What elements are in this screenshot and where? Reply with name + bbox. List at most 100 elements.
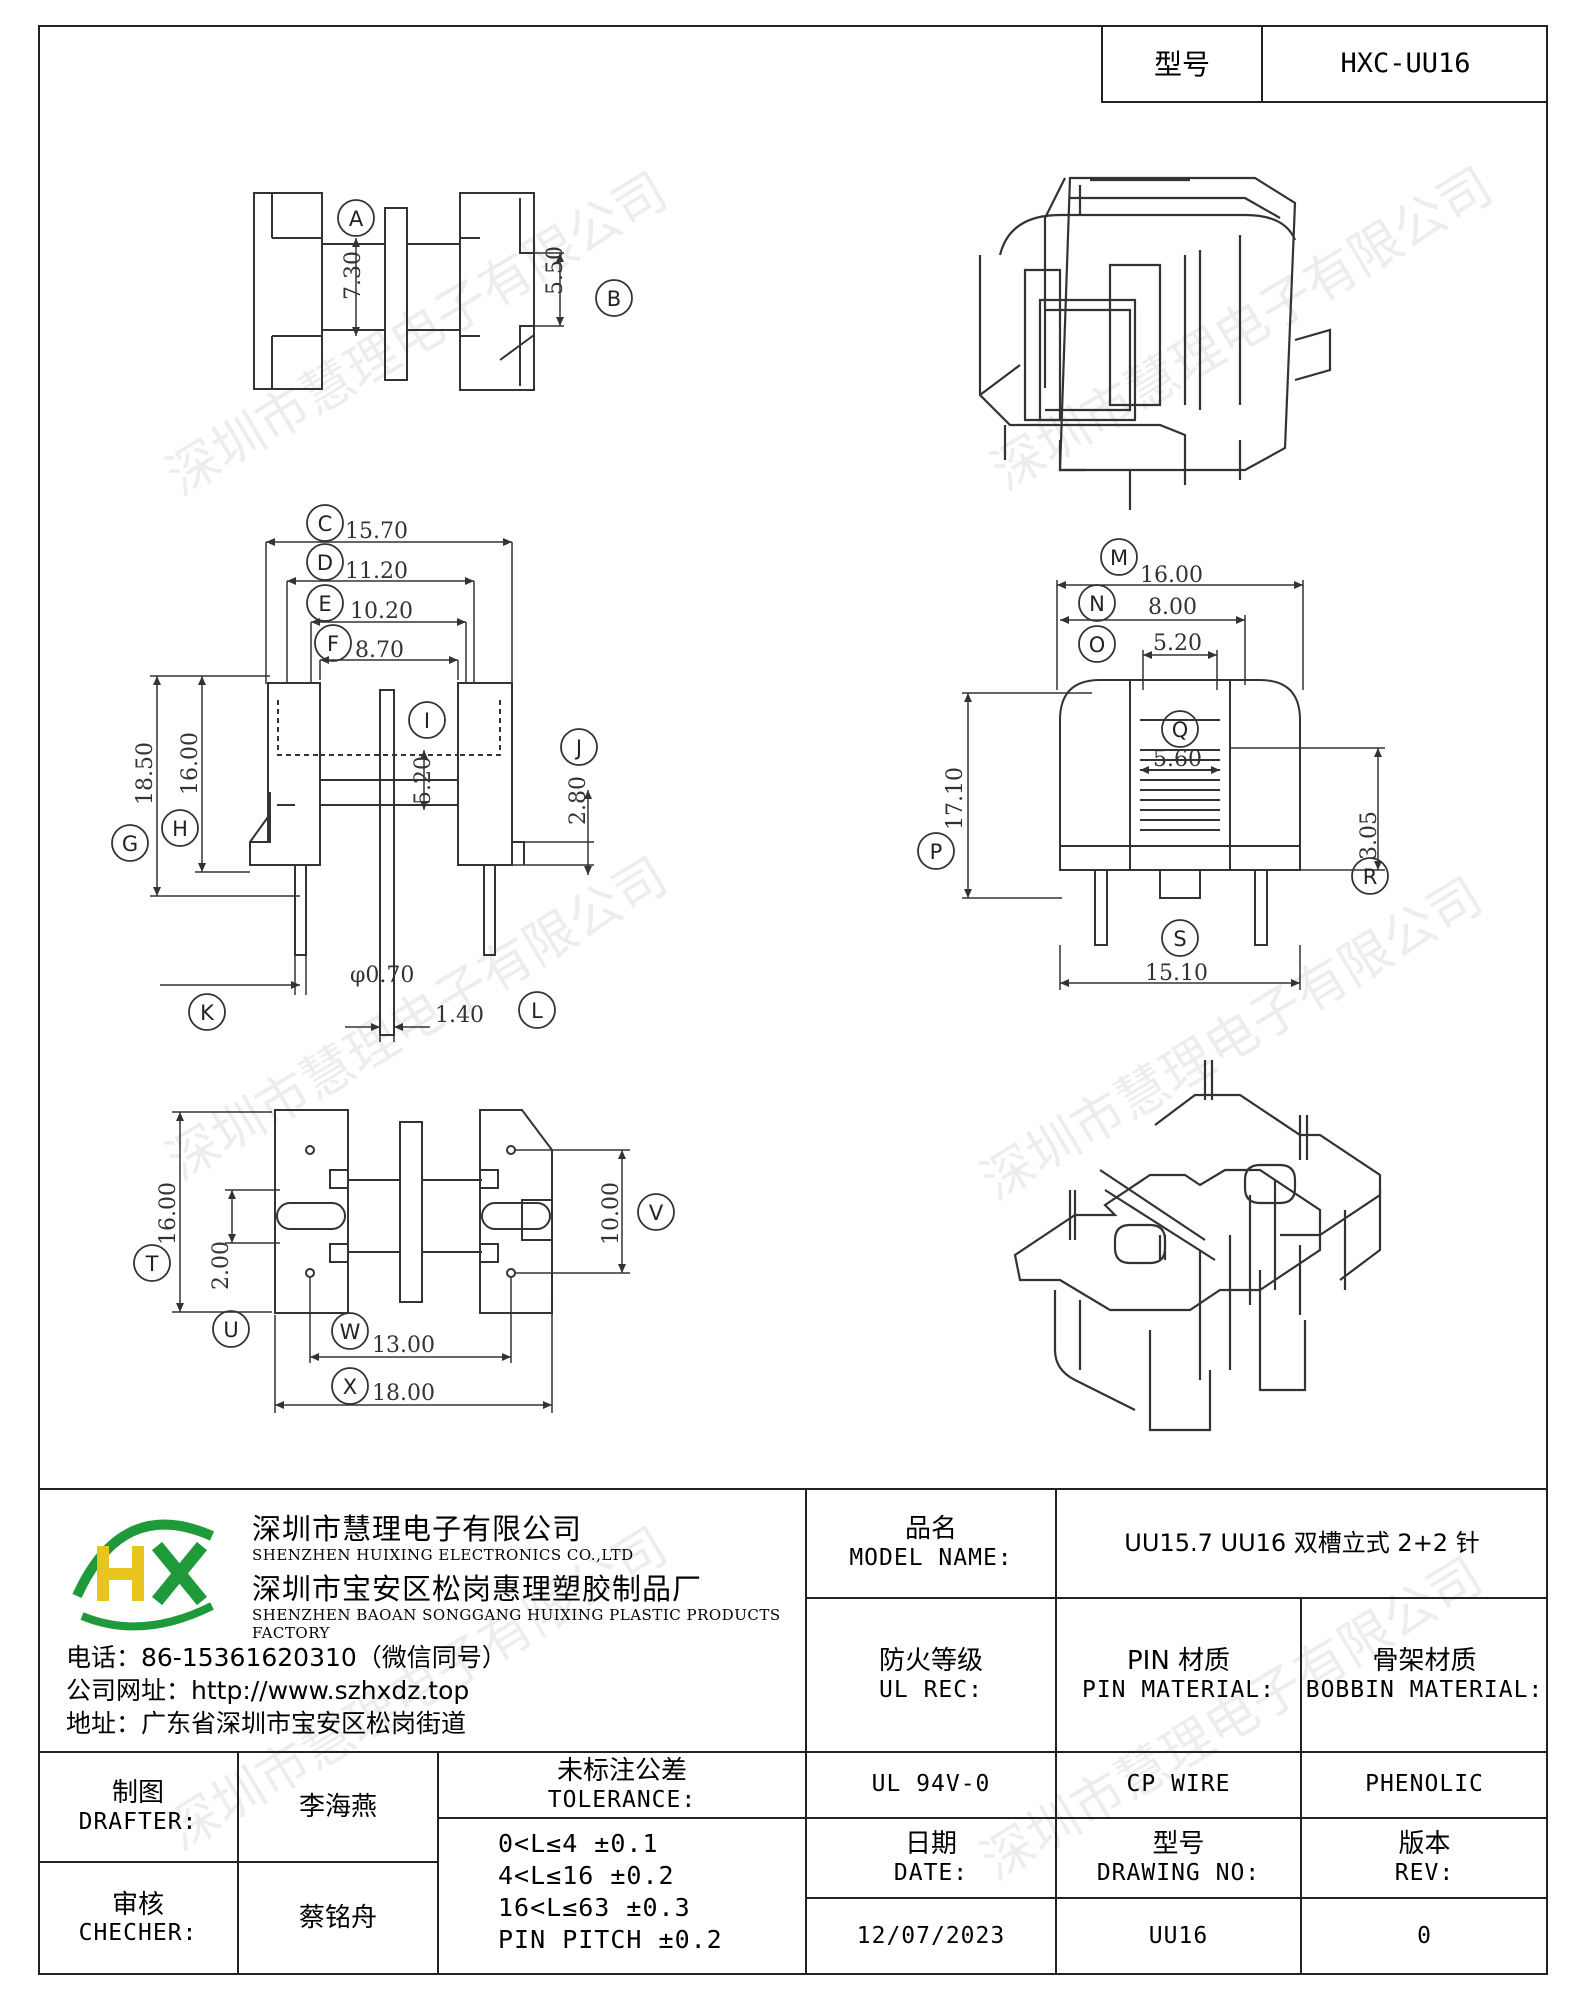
svg-text:W: W [340, 1320, 361, 1344]
svg-text:I: I [424, 709, 430, 733]
tolerance-line: PIN PITCH ±0.2 [498, 1925, 723, 1954]
svg-text:T: T [145, 1252, 159, 1276]
svg-text:L: L [531, 999, 543, 1023]
svg-text:8.70: 8.70 [355, 638, 404, 663]
svg-text:M: M [1110, 546, 1128, 570]
svg-text:8.00: 8.00 [1148, 595, 1197, 620]
svg-text:18.50: 18.50 [133, 742, 158, 805]
svg-text:H: H [172, 817, 188, 841]
svg-text:5.60: 5.60 [1153, 747, 1202, 772]
side-view-drawing [253, 192, 535, 391]
tolerance-line: 16<L≤63 ±0.3 [498, 1893, 691, 1922]
svg-text:R: R [1363, 865, 1378, 889]
balloon-letters: A B CD EF G H I J K L MN O P Q R S T U V W X [122, 207, 1377, 1399]
front-view-drawing [249, 682, 525, 1036]
svg-text:φ0.70: φ0.70 [350, 963, 414, 988]
isometric-view-bottom [1013, 1060, 1382, 1432]
svg-text:U: U [223, 1318, 238, 1342]
svg-text:D: D [317, 551, 333, 575]
svg-text:18.00: 18.00 [372, 1381, 435, 1406]
svg-text:7.30: 7.30 [341, 251, 366, 300]
tolerance-line: 0<L≤4 ±0.1 [498, 1829, 659, 1858]
svg-text:15.10: 15.10 [1145, 961, 1208, 986]
svg-text:16.00: 16.00 [1140, 563, 1203, 588]
svg-text:13.00: 13.00 [372, 1333, 435, 1358]
svg-text:K: K [200, 1001, 215, 1025]
bobbin-material-value: PHENOLIC [1365, 1771, 1484, 1798]
svg-text:S: S [1173, 927, 1186, 951]
svg-text:A: A [349, 207, 364, 231]
drafter-value: 李海燕 [298, 1791, 377, 1822]
model-name-value: UU15.7 UU16 双槽立式 2+2 针 [1124, 1528, 1480, 1557]
company-name-en: SHENZHEN HUIXING ELECTRONICS CO.,LTD [252, 1546, 634, 1564]
dimension-values: 15.70 11.20 10.20 8.70 φ0.70 1.40 16.00 … [133, 246, 1382, 1406]
model-value: HXC-UU16 [1340, 47, 1471, 79]
svg-text:V: V [649, 1201, 664, 1225]
model-label: 型号 [1103, 25, 1263, 101]
company-info: 深圳市慧理电子有限公司 SHENZHEN HUIXING ELECTRONICS… [52, 1488, 842, 1750]
company-phone: 电话：86-15361620310（微信同号） [66, 1643, 507, 1672]
company-logo [72, 1519, 215, 1631]
date-value: 12/07/2023 [856, 1922, 1006, 1949]
svg-text:16.00: 16.00 [178, 732, 203, 795]
rev-value: 0 [1417, 1922, 1432, 1949]
pin-material-value: CP WIRE [1126, 1771, 1231, 1798]
svg-text:16.00: 16.00 [156, 1182, 181, 1245]
svg-text:11.20: 11.20 [345, 559, 408, 584]
svg-text:2.80: 2.80 [566, 776, 591, 825]
model-header: 型号 HXC-UU16 [1101, 25, 1548, 103]
svg-text:1.40: 1.40 [435, 1003, 484, 1028]
end-view-drawing [1059, 679, 1301, 946]
svg-text:N: N [1089, 592, 1105, 616]
svg-text:P: P [930, 840, 943, 864]
svg-text:5.50: 5.50 [543, 246, 568, 295]
company-address: 地址：广东省深圳市宝安区松岗街道 [66, 1709, 467, 1738]
company-name-cn: 深圳市慧理电子有限公司 [252, 1512, 583, 1546]
svg-text:5.20: 5.20 [411, 756, 436, 805]
title-block: 深圳市慧理电子有限公司 SHENZHEN HUIXING ELECTRONICS… [38, 1488, 1548, 1975]
svg-text:F: F [327, 632, 339, 656]
svg-text:C: C [318, 512, 333, 536]
title-block-grid [38, 1488, 1548, 1975]
svg-text:5.20: 5.20 [1153, 631, 1202, 656]
svg-text:E: E [318, 592, 331, 616]
drawing-frame [38, 25, 1548, 1975]
svg-text:10.00: 10.00 [599, 1182, 624, 1245]
svg-text:O: O [1089, 633, 1106, 657]
svg-text:2.00: 2.00 [209, 1241, 234, 1290]
svg-text:B: B [607, 287, 621, 311]
tolerance-line: 4<L≤16 ±0.2 [498, 1861, 675, 1890]
svg-text:15.70: 15.70 [345, 519, 408, 544]
svg-text:10.20: 10.20 [350, 599, 413, 624]
end-view-dimensions [962, 580, 1385, 990]
factory-name-en: SHENZHEN BAOAN SONGGANG HUIXING PLASTIC … [252, 1606, 781, 1642]
svg-text:Q: Q [1172, 718, 1189, 742]
ul-rec-value: UL 94V-0 [871, 1771, 991, 1798]
isometric-view-top [978, 176, 1332, 510]
factory-name-cn: 深圳市宝安区松岗惠理塑胶制品厂 [252, 1572, 703, 1606]
front-view-dimensions [150, 538, 594, 1042]
svg-text:X: X [343, 1375, 357, 1399]
svg-text:17.10: 17.10 [943, 767, 968, 830]
company-website: 公司网址：http://www.szhxdz.top [66, 1676, 470, 1705]
drawing-no-value: UU16 [1148, 1922, 1209, 1949]
bottom-view-dimensions [172, 1111, 630, 1413]
callout-balloons [111, 199, 1389, 1405]
tolerance-values: 0<L≤4 ±0.1 4<L≤16 ±0.2 16<L≤63 ±0.3 PIN … [498, 1828, 723, 1956]
svg-text:G: G [122, 832, 138, 856]
svg-text:3.05: 3.05 [1357, 811, 1382, 860]
side-view-dimensions [352, 238, 564, 336]
svg-text:J: J [574, 736, 582, 760]
checker-value: 蔡铭舟 [298, 1903, 377, 1934]
